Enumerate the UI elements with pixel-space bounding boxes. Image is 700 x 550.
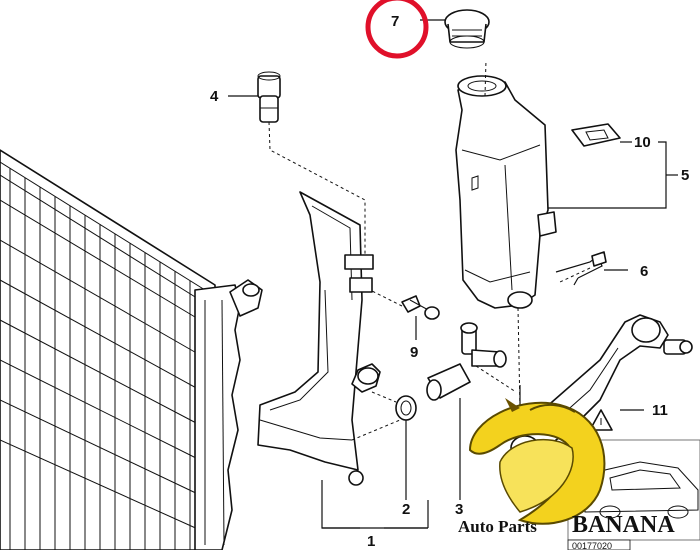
callout-3: 3: [455, 501, 463, 518]
watermark-brand-main: BANANA: [572, 512, 675, 538]
warning-triangle: [589, 409, 613, 431]
bleeder-plug: [257, 71, 281, 123]
hex-bolt: [401, 295, 440, 320]
leader-lines: [228, 19, 678, 529]
callout-11: 11: [652, 402, 668, 419]
control-arm: [510, 314, 693, 461]
callout-2: 2: [402, 501, 410, 518]
radiator: [0, 149, 263, 550]
mounting-bracket: [257, 191, 381, 486]
callout-10: 10: [634, 134, 651, 151]
watermark-brand-prefix: Auto Parts: [458, 517, 537, 536]
callout-7: 7: [391, 13, 399, 30]
callout-6: 6: [640, 263, 648, 280]
callout-9: 9: [410, 344, 418, 361]
hose-connector: [426, 322, 507, 401]
spring-clip: [555, 251, 607, 286]
highlight-circle: [365, 0, 429, 59]
callout-5: 5: [681, 167, 689, 184]
banana-logo-icon: [468, 398, 606, 525]
callout-1: 1: [367, 533, 375, 550]
reference-code: 00177020: [572, 541, 612, 550]
level-sensor: [571, 123, 621, 147]
callout-4: 4: [210, 88, 219, 105]
tank-cap: [444, 9, 490, 49]
o-ring: [395, 395, 417, 421]
expansion-tank: [455, 75, 557, 309]
